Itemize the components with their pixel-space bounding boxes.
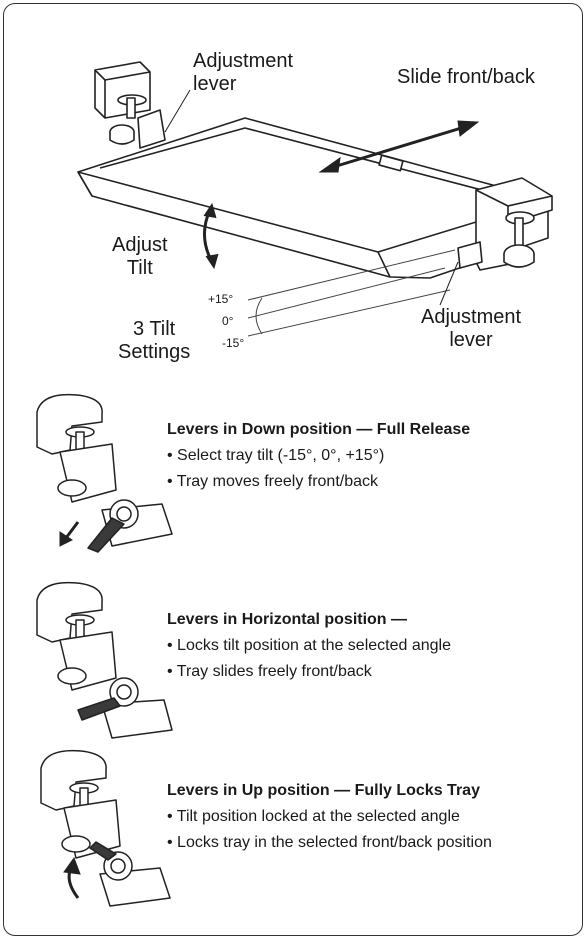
right-clamp-icon bbox=[457, 177, 553, 271]
tilt-arrow-icon bbox=[203, 202, 219, 270]
up-arrow-icon bbox=[63, 856, 81, 899]
diagram-frame bbox=[3, 3, 583, 936]
step-title: Levers in Down position — Full Release bbox=[167, 421, 471, 438]
step-bullet: Select tray tilt (-15°, 0°, +15°) bbox=[167, 446, 577, 466]
slide-front-back-label: Slide front/back bbox=[397, 66, 535, 88]
adjust-tilt-label: Adjust Tilt bbox=[112, 234, 168, 279]
step-bullet: Tray slides freely front/back bbox=[167, 662, 577, 682]
step-bullet: Locks tray in the selected front/back po… bbox=[167, 833, 577, 853]
step-title: Levers in Horizontal position — bbox=[167, 611, 408, 628]
slide-arrow-icon bbox=[318, 120, 480, 173]
tilt-angle-lines bbox=[247, 249, 456, 337]
tilt-0-label: 0° bbox=[222, 314, 234, 328]
tilt-minus-15-label: -15° bbox=[222, 336, 245, 350]
tray-body-icon bbox=[77, 117, 549, 279]
step-title: Levers in Up position — Fully Locks Tray bbox=[167, 782, 480, 799]
step-1-clamp-icon bbox=[36, 393, 173, 553]
step-up-position: Levers in Up position — Fully Locks Tray… bbox=[167, 781, 577, 859]
adjustment-lever-bottom-label: Adjustment lever bbox=[421, 306, 522, 351]
left-clamp-icon bbox=[94, 61, 166, 149]
tilt-settings-label: 3 Tilt Settings bbox=[118, 318, 191, 363]
step-bullet: Locks tilt position at the selected angl… bbox=[167, 636, 577, 656]
tilt-plus-15-label: +15° bbox=[208, 292, 234, 306]
step-down-position: Levers in Down position — Full Release S… bbox=[167, 420, 577, 498]
down-arrow-icon bbox=[59, 521, 80, 547]
leader-lines bbox=[164, 89, 459, 306]
step-3-clamp-icon bbox=[40, 749, 171, 907]
adjustment-lever-top-label: Adjustment lever bbox=[193, 50, 294, 95]
step-bullet: Tray moves freely front/back bbox=[167, 472, 577, 492]
step-bullet: Tilt position locked at the selected ang… bbox=[167, 807, 577, 827]
step-2-clamp-icon bbox=[36, 581, 173, 739]
step-horizontal-position: Levers in Horizontal position — Locks ti… bbox=[167, 610, 577, 688]
